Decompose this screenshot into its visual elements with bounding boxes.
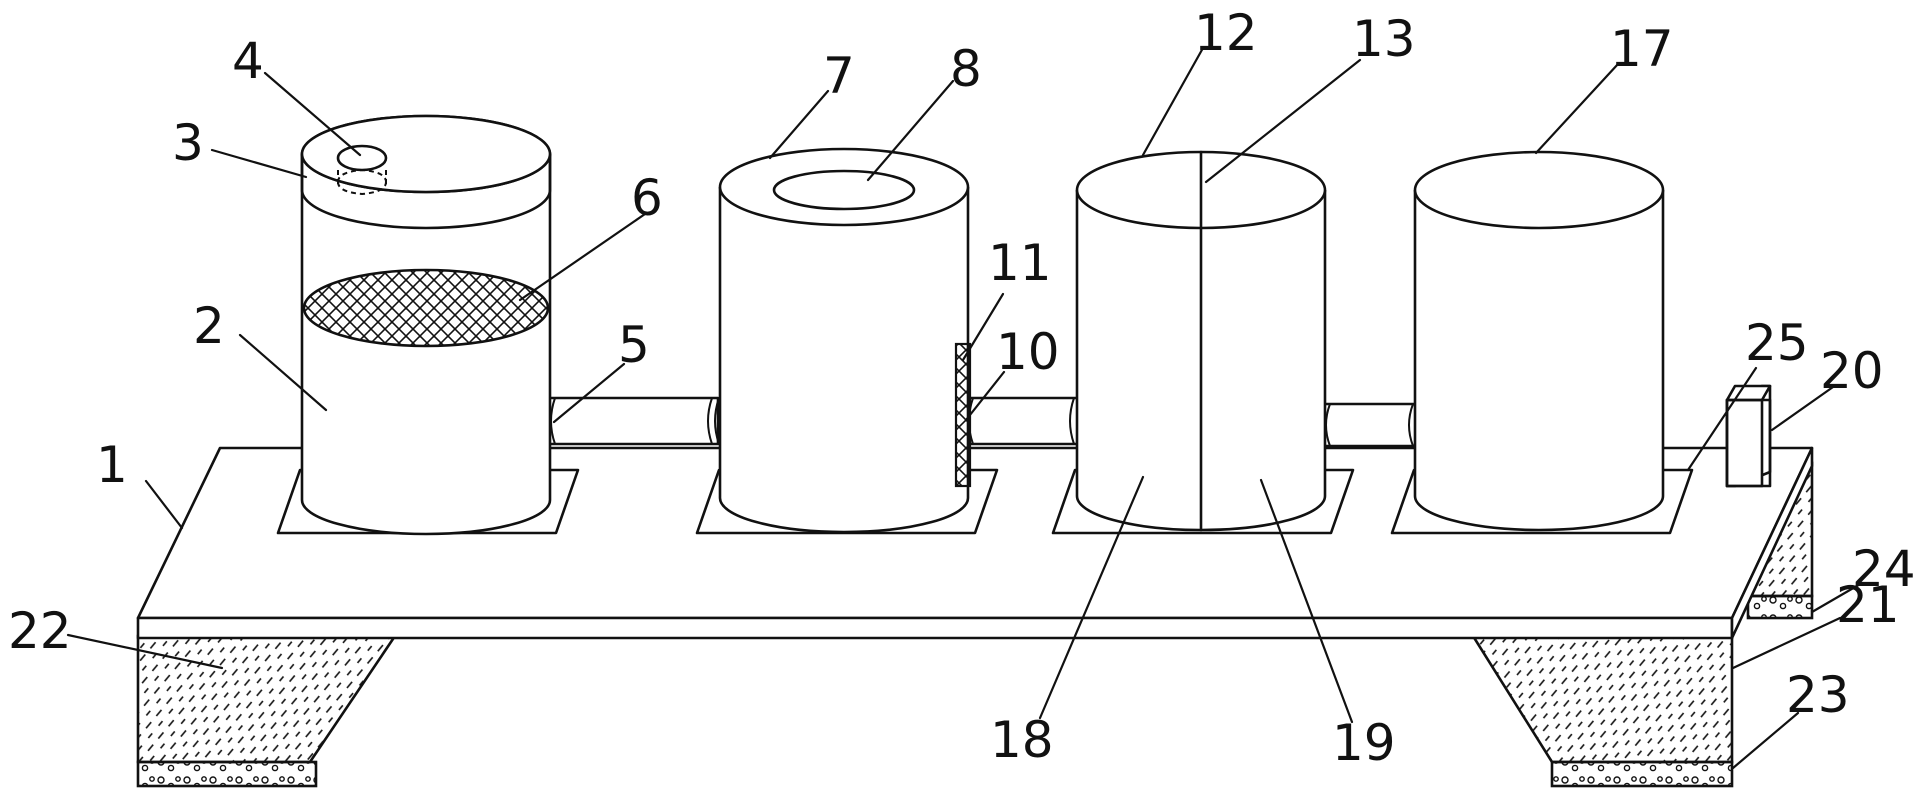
filter-screen xyxy=(302,268,550,348)
left-support-foot xyxy=(136,634,398,788)
callout-13: 17 xyxy=(1610,20,1674,78)
callout-5: 5 xyxy=(618,316,650,374)
callout-12: 12 xyxy=(1194,4,1258,62)
side-panel xyxy=(954,342,972,488)
control-box xyxy=(1725,384,1772,488)
callout-23: 23 xyxy=(1786,666,1850,724)
callout-6: 6 xyxy=(631,169,663,227)
callout-21: 21 xyxy=(1836,576,1900,634)
third-tank xyxy=(1075,150,1327,532)
leader-lines xyxy=(66,46,1864,770)
callout-3: 3 xyxy=(172,114,204,172)
second-tank xyxy=(718,147,972,534)
callout-1: 1 xyxy=(96,436,128,494)
callout-10: 10 xyxy=(996,323,1060,381)
inlet-port xyxy=(336,144,388,196)
callout-7: 7 xyxy=(823,47,855,105)
callout-24: 24 xyxy=(1852,540,1916,598)
fourth-tank xyxy=(1413,150,1665,532)
callout-8: 8 xyxy=(950,40,982,98)
callout-11: 11 xyxy=(988,234,1052,292)
connecting-pipes xyxy=(543,396,1421,448)
callout-17: 13 xyxy=(1352,10,1416,68)
callout-22: 22 xyxy=(8,602,72,660)
callout-19: 19 xyxy=(1332,714,1396,772)
callout-20: 20 xyxy=(1820,342,1884,400)
first-tank xyxy=(300,114,552,536)
callout-18: 18 xyxy=(990,711,1054,769)
top-opening xyxy=(772,169,916,211)
callout-4: 4 xyxy=(232,32,264,90)
right-support-foot xyxy=(1470,634,1734,788)
callout-25: 25 xyxy=(1745,314,1809,372)
callout-labels: 1 2 3 4 5 6 7 8 10 11 12 13 17 18 19 20 … xyxy=(8,4,1916,772)
callout-2: 2 xyxy=(193,297,225,355)
mounting-pads xyxy=(276,468,1694,535)
